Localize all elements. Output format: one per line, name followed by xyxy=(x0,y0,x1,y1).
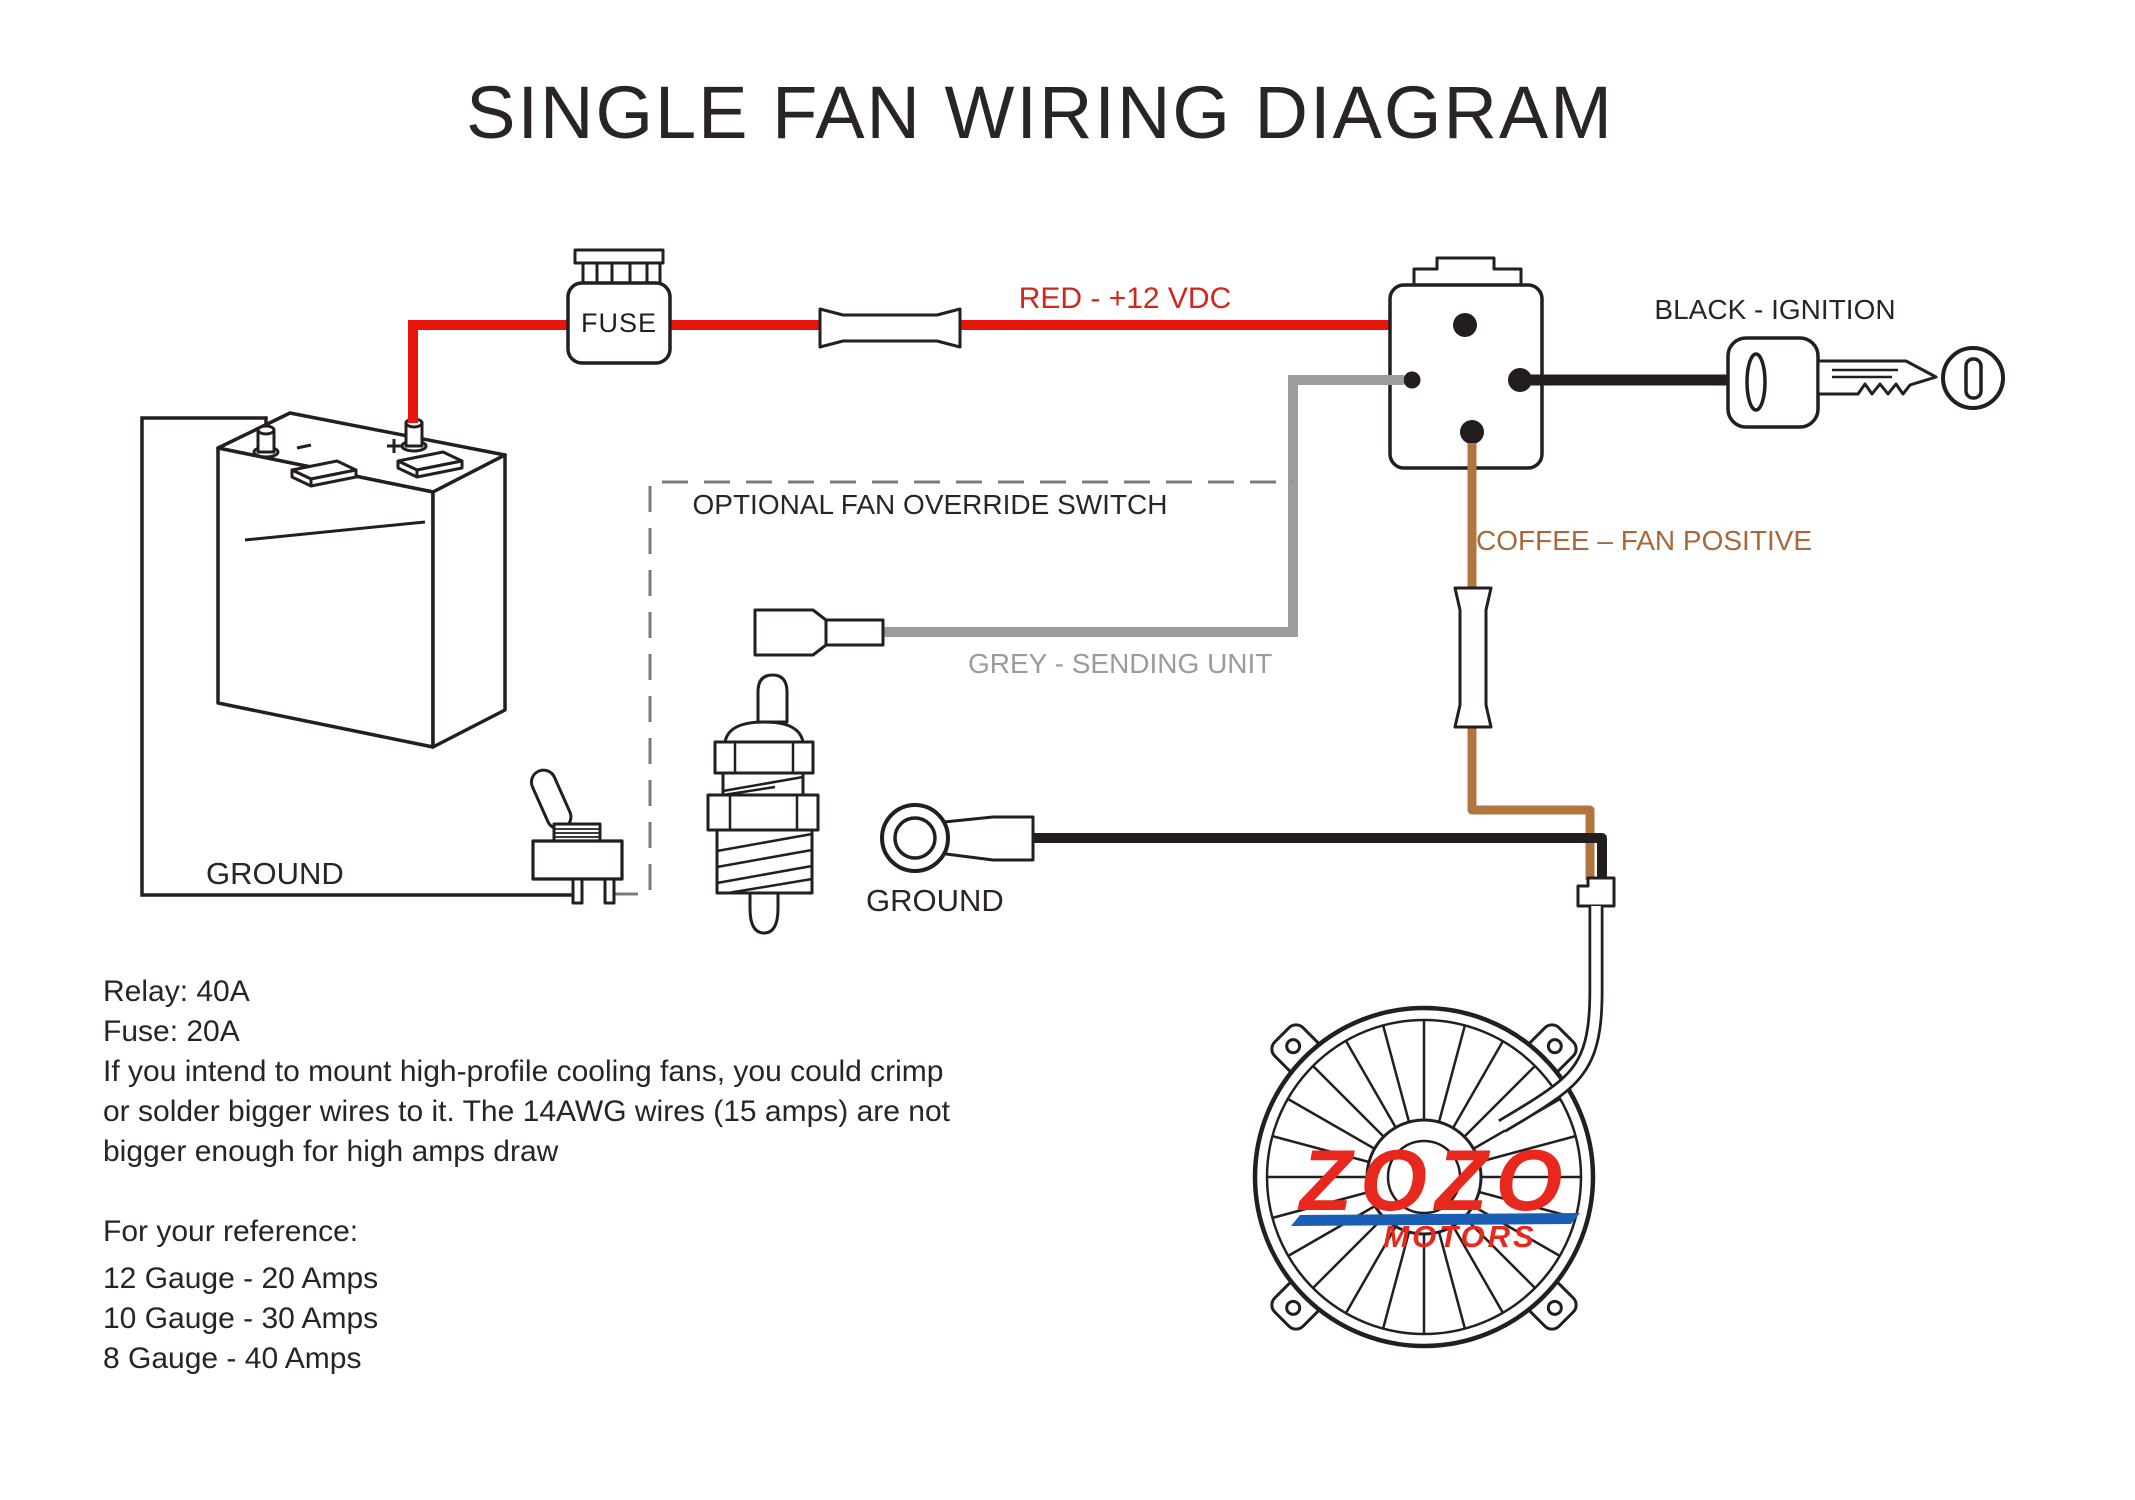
battery-ground-label: GROUND xyxy=(206,856,344,891)
butt-connector-red xyxy=(818,307,962,349)
reference-heading: For your reference: xyxy=(103,1215,359,1248)
coffee-fan-wire xyxy=(1467,443,1595,880)
fan-logo-brand: ZOZO xyxy=(1299,1133,1571,1229)
optional-switch-label: OPTIONAL FAN OVERRIDE SWITCH xyxy=(692,489,1168,520)
fan-power-lead xyxy=(1498,906,1604,1133)
black-ignition-label: BLACK - IGNITION xyxy=(1654,294,1896,325)
relay xyxy=(1388,256,1544,470)
battery-negative-terminal xyxy=(252,424,280,459)
fan-ground-label: GROUND xyxy=(866,883,1004,918)
battery-cell-cap xyxy=(290,459,358,488)
key-head-hole xyxy=(1745,352,1767,412)
reference-line: 8 Gauge - 40 Amps xyxy=(103,1342,362,1375)
butt-connector-coffee xyxy=(1453,586,1493,729)
ring-terminal xyxy=(880,803,1035,873)
note-line: Fuse: 20A xyxy=(103,1015,240,1048)
spade-terminal xyxy=(753,608,885,657)
ignition-key xyxy=(1726,336,1938,429)
note-line: Relay: 40A xyxy=(103,975,250,1008)
blade-fuse xyxy=(573,248,665,286)
fan-ground-wire xyxy=(1030,833,1607,880)
fan-blades xyxy=(1267,1020,1581,1334)
thermo-sending-unit xyxy=(706,673,820,935)
battery-polarity-marks xyxy=(296,439,401,453)
notes-spacer xyxy=(103,1172,950,1212)
battery-cell-cap xyxy=(396,450,464,479)
note-line: If you intend to mount high-profile cool… xyxy=(103,1055,944,1088)
note-line: or solder bigger wires to it. The 14AWG … xyxy=(103,1095,951,1128)
fan-connector xyxy=(1576,876,1616,908)
toggle-switch xyxy=(529,768,624,905)
reference-line: 12 Gauge - 20 Amps xyxy=(103,1262,379,1295)
fuse-holder xyxy=(566,248,672,365)
lock-cylinder xyxy=(1941,346,2005,410)
note-line: bigger enough for high amps draw xyxy=(103,1135,559,1168)
relay-terminals xyxy=(1403,313,1532,444)
page-title: SINGLE FAN WIRING DIAGRAM xyxy=(466,71,1614,154)
fan-hub xyxy=(1365,1118,1483,1236)
optional-switch-outline xyxy=(612,480,1293,896)
coffee-wire-label: COFFEE – FAN POSITIVE xyxy=(1476,525,1813,556)
red-wire-label: RED - +12 VDC xyxy=(1018,282,1232,315)
red-power-wire xyxy=(408,320,1465,423)
battery-ground-wire xyxy=(140,416,576,897)
grey-wire-label: GREY - SENDING UNIT xyxy=(968,648,1273,679)
battery-positive-terminal xyxy=(400,417,428,453)
reference-line: 10 Gauge - 30 Amps xyxy=(103,1302,379,1335)
logo-blue-bar xyxy=(1291,1213,1580,1226)
notes-block: Relay: 40A Fuse: 20A If you intend to mo… xyxy=(103,972,950,1379)
grey-sending-wire xyxy=(883,375,1404,637)
fan-logo-subtitle: MOTORS xyxy=(1383,1219,1537,1254)
battery xyxy=(216,411,507,749)
fuse-label: FUSE xyxy=(580,308,657,338)
